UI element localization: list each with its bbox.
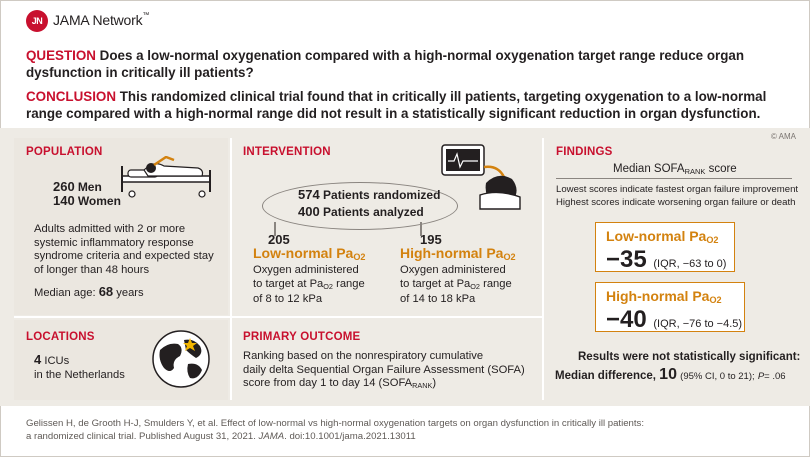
branch-line-left: [274, 222, 276, 236]
branch-line-right: [420, 222, 422, 236]
divider-right: [542, 138, 544, 400]
median-age: Median age: 68 years: [34, 284, 144, 300]
conclusion-text: This randomized clinical trial found tha…: [26, 89, 767, 121]
question: QUESTION Does a low-normal oxygenation c…: [26, 47, 766, 81]
low-normal-result-box: Low-normal PaO2 −35 (IQR, −63 to 0): [595, 222, 735, 273]
low-group-label: Low-normal PaO2: [253, 245, 366, 262]
population-description: Adults admitted with 2 or more systemic …: [34, 223, 214, 276]
findings-note-2: Highest scores indicate worsening organ …: [556, 197, 796, 208]
analyzed-count: 400 Patients analyzed: [298, 204, 424, 220]
high-normal-result-box: High-normal PaO2 −40 (IQR, −76 to −4.5): [595, 282, 745, 333]
divider-population: [14, 316, 230, 318]
findings-note-1: Lowest scores indicate fastest organ fai…: [556, 184, 799, 195]
locations-title: LOCATIONS: [26, 331, 95, 343]
bed-icon: [121, 156, 211, 198]
high-group-text: Oxygen administered to target at PaO2 ra…: [400, 264, 512, 305]
randomization-ellipse: [262, 182, 458, 230]
high-group-count: 195: [420, 232, 442, 247]
population-title: POPULATION: [26, 146, 103, 158]
score-title-underline: [556, 178, 792, 179]
conclusion: CONCLUSION This randomized clinical tria…: [26, 88, 786, 122]
randomized-count: 574 Patients randomized: [298, 187, 441, 203]
high-normal-result-label: High-normal PaO2: [606, 288, 722, 305]
score-title: Median SOFARANK score: [613, 163, 737, 176]
location-place: in the Netherlands: [34, 369, 125, 381]
globe-icon: [152, 330, 210, 388]
men-count: 260 Men: [53, 179, 102, 195]
conclusion-label: CONCLUSION: [26, 89, 117, 104]
intervention-title: INTERVENTION: [243, 146, 331, 158]
high-group-label: High-normal PaO2: [400, 245, 516, 262]
question-text: Does a low-normal oxygenation compared w…: [26, 48, 745, 80]
findings-result: Results were not statistically significa…: [578, 351, 801, 363]
primary-outcome-title: PRIMARY OUTCOME: [243, 331, 361, 343]
monitor-icon: [441, 144, 521, 210]
low-normal-result-label: Low-normal PaO2: [606, 228, 719, 245]
divider-intervention: [232, 316, 542, 318]
citation: Gelissen H, de Grooth H-J, Smulders Y, e…: [26, 418, 645, 442]
findings-title: FINDINGS: [556, 146, 613, 158]
low-group-text: Oxygen administered to target at PaO2 ra…: [253, 264, 365, 305]
logo-text: JAMA Network™: [53, 12, 150, 28]
median-difference: Median difference, 10 (95% CI, 0 to 21);…: [555, 366, 786, 383]
high-normal-result-value: −40 (IQR, −76 to −4.5): [606, 306, 743, 333]
women-count: 140 Women: [53, 193, 121, 209]
jama-logo-icon: JN: [26, 10, 48, 32]
location-count: 4 ICUs: [34, 352, 70, 368]
question-label: QUESTION: [26, 48, 96, 63]
low-group-count: 205: [268, 232, 290, 247]
divider-left: [230, 138, 232, 400]
low-normal-result-value: −35 (IQR, −63 to 0): [606, 246, 727, 273]
copyright: © AMA: [770, 132, 796, 141]
primary-outcome-text: Ranking based on the nonrespiratory cumu…: [243, 350, 525, 390]
